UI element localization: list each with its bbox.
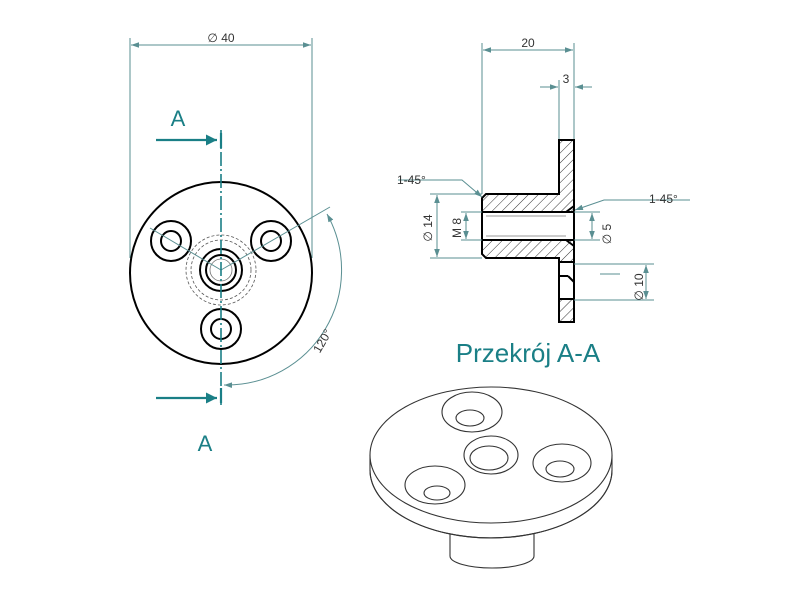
chamfer-right-bottom — [565, 239, 575, 247]
flange-hole-void — [559, 262, 574, 299]
d14-label: ∅ 14 — [421, 214, 435, 241]
front-view: ∅ 40 120° — [129, 31, 343, 456]
section-title: Przekrój A-A — [456, 338, 601, 368]
chamfer-right-top — [565, 205, 575, 213]
iso-hole-right — [532, 443, 592, 483]
chamfer-right-leader — [574, 199, 690, 211]
section-view: 20 3 1-45° 1-45° ∅ 14 — [397, 36, 690, 368]
isometric-view — [369, 386, 613, 569]
chamfer-right-label: 1-45° — [649, 192, 678, 206]
hole-centerline-left — [149, 227, 222, 271]
chamfer-left-label: 1-45° — [397, 173, 426, 187]
section-letter-bottom: A — [198, 431, 213, 456]
d10-label: ∅ 10 — [632, 273, 646, 300]
counterbore-cone — [567, 275, 575, 283]
m8-label: M 8 — [450, 218, 464, 238]
iso-hole-center — [463, 435, 519, 475]
bore-void — [482, 212, 574, 240]
chamfer-left-leader — [398, 179, 483, 198]
diameter-40-label: ∅ 40 — [207, 31, 234, 45]
iso-flange-bottom-edge — [369, 469, 613, 539]
angle-arc — [223, 213, 343, 388]
angle-120-label: 120° — [310, 327, 335, 356]
d5-label: ∅ 5 — [600, 223, 614, 244]
flange-3-label: 3 — [563, 72, 570, 86]
iso-flange-top — [369, 386, 613, 524]
iso-hole-left — [404, 465, 466, 505]
length-20-label: 20 — [521, 36, 535, 50]
hole-left — [150, 220, 192, 262]
section-outline — [481, 139, 575, 323]
iso-hole-top — [441, 391, 503, 433]
section-letter-top: A — [171, 106, 186, 131]
